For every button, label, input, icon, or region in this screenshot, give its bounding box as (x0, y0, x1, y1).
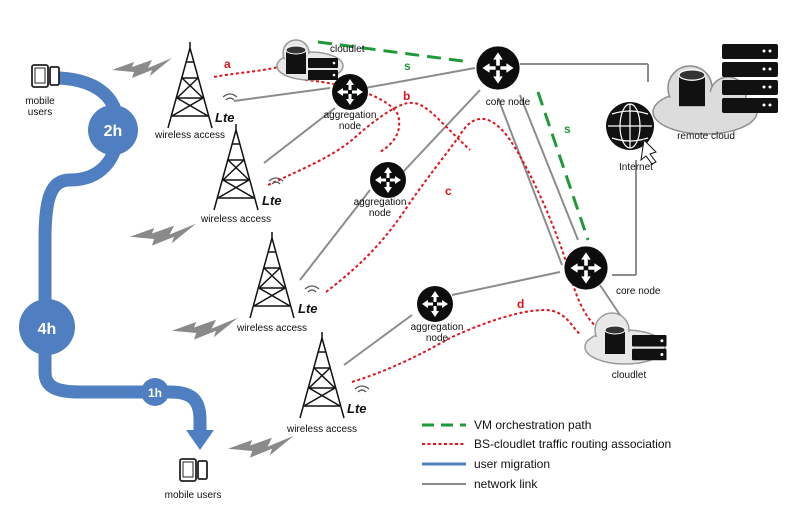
router-icon (417, 286, 453, 322)
lte-logo: Lte (215, 110, 235, 125)
wireless-bolt-3 (172, 317, 238, 340)
route-label-a: a (224, 57, 231, 71)
migration-time-1h: 1h (148, 386, 162, 400)
signal-icon (304, 285, 320, 293)
route-label-b: b (403, 89, 410, 103)
internet-label: Internet (619, 162, 653, 173)
mobile-users-top-line2: users (28, 107, 52, 118)
globe-icon (606, 102, 657, 165)
aggregation-label-line1: aggregation (354, 197, 407, 208)
cloudlet-top: cloudlet (276, 39, 365, 81)
database-icon (678, 69, 706, 107)
lte-logo: Lte (298, 301, 318, 316)
orchestration-label-top: s (404, 59, 411, 73)
remote-cloud: remote cloud (652, 44, 778, 142)
mobile-users-bottom-label: mobile users (165, 490, 222, 501)
legend-item-orchestration: VM orchestration path (422, 418, 591, 432)
wireless-bolt-2 (130, 223, 196, 246)
mobile-users-icon-top (31, 64, 60, 88)
migration-arrow-head (186, 430, 214, 450)
server-rack-icon (722, 44, 778, 113)
wireless-access-4: Lte wireless access (286, 331, 370, 435)
lte-logo: Lte (262, 193, 282, 208)
migration-node-1h (141, 378, 169, 406)
aggregation-node-1: aggregation node (324, 74, 377, 132)
router-icon (370, 162, 406, 198)
vm-orchestration-path (317, 40, 590, 241)
legend-item-network-link: network link (422, 477, 538, 491)
wireless-access-label: wireless access (286, 424, 357, 435)
core-node-label: core node (486, 97, 531, 108)
wireless-access-2: Lte wireless access (200, 123, 284, 225)
legend-item-routing: BS-cloudlet traffic routing association (422, 437, 671, 451)
aggregation-node-2: aggregation node (354, 162, 407, 219)
migration-time-4h: 4h (38, 321, 57, 338)
cloudlet-bottom-label: cloudlet (612, 370, 647, 381)
mobile-users-icon-bottom (179, 458, 208, 482)
migration-time-2h: 2h (104, 123, 123, 140)
tower-icon (167, 41, 213, 129)
remote-cloud-label: remote cloud (677, 131, 735, 142)
legend-label: BS-cloudlet traffic routing association (474, 437, 671, 451)
core-node-label: core node (616, 286, 661, 297)
route-label-d: d (517, 297, 524, 311)
core-node-1: core node (476, 46, 531, 108)
route-label-c: c (445, 184, 452, 198)
network-links (233, 63, 649, 366)
legend-label: network link (474, 477, 538, 491)
database-icon (604, 325, 626, 355)
aggregation-label-line2: node (369, 208, 392, 219)
wireless-access-3: Lte wireless access (236, 231, 320, 334)
tower-icon (249, 231, 295, 319)
aggregation-label-line2: node (426, 333, 449, 344)
wireless-access-label: wireless access (200, 214, 271, 225)
wireless-bolt-4 (228, 435, 294, 458)
user-migration-path: 2h 4h 1h (19, 71, 214, 450)
internet: Internet (606, 102, 657, 173)
cloudlet-top-label: cloudlet (330, 44, 365, 55)
router-icon (332, 74, 368, 110)
lte-logo: Lte (347, 401, 367, 416)
signal-icon (354, 385, 370, 393)
aggregation-label-line2: node (339, 121, 362, 132)
signal-icon (222, 93, 238, 101)
cloudlet-bottom: cloudlet (584, 312, 667, 381)
mobile-users-top-line1: mobile (25, 96, 55, 107)
routing-associations (213, 65, 601, 383)
router-icon (476, 46, 520, 90)
tower-icon (299, 331, 345, 419)
legend-item-migration: user migration (422, 457, 550, 471)
aggregation-node-3: aggregation node (411, 286, 464, 344)
wireless-access-label: wireless access (236, 323, 307, 334)
migration-node-2h (88, 105, 138, 155)
wireless-access-1: Lte wireless access (154, 41, 238, 141)
legend-label: user migration (474, 457, 550, 471)
legend-label: VM orchestration path (474, 418, 591, 432)
migration-node-4h (19, 299, 75, 355)
wireless-bolt-1 (112, 58, 172, 78)
signal-icon (268, 177, 284, 185)
wireless-access-label: wireless access (154, 130, 225, 141)
database-icon (285, 45, 307, 75)
core-node-2: core node (564, 246, 661, 297)
orchestration-label-right: s (564, 122, 571, 136)
legend: VM orchestration path BS-cloudlet traffi… (422, 418, 671, 491)
router-icon (564, 246, 608, 290)
aggregation-label-line1: aggregation (411, 322, 464, 333)
aggregation-label-line1: aggregation (324, 110, 377, 121)
